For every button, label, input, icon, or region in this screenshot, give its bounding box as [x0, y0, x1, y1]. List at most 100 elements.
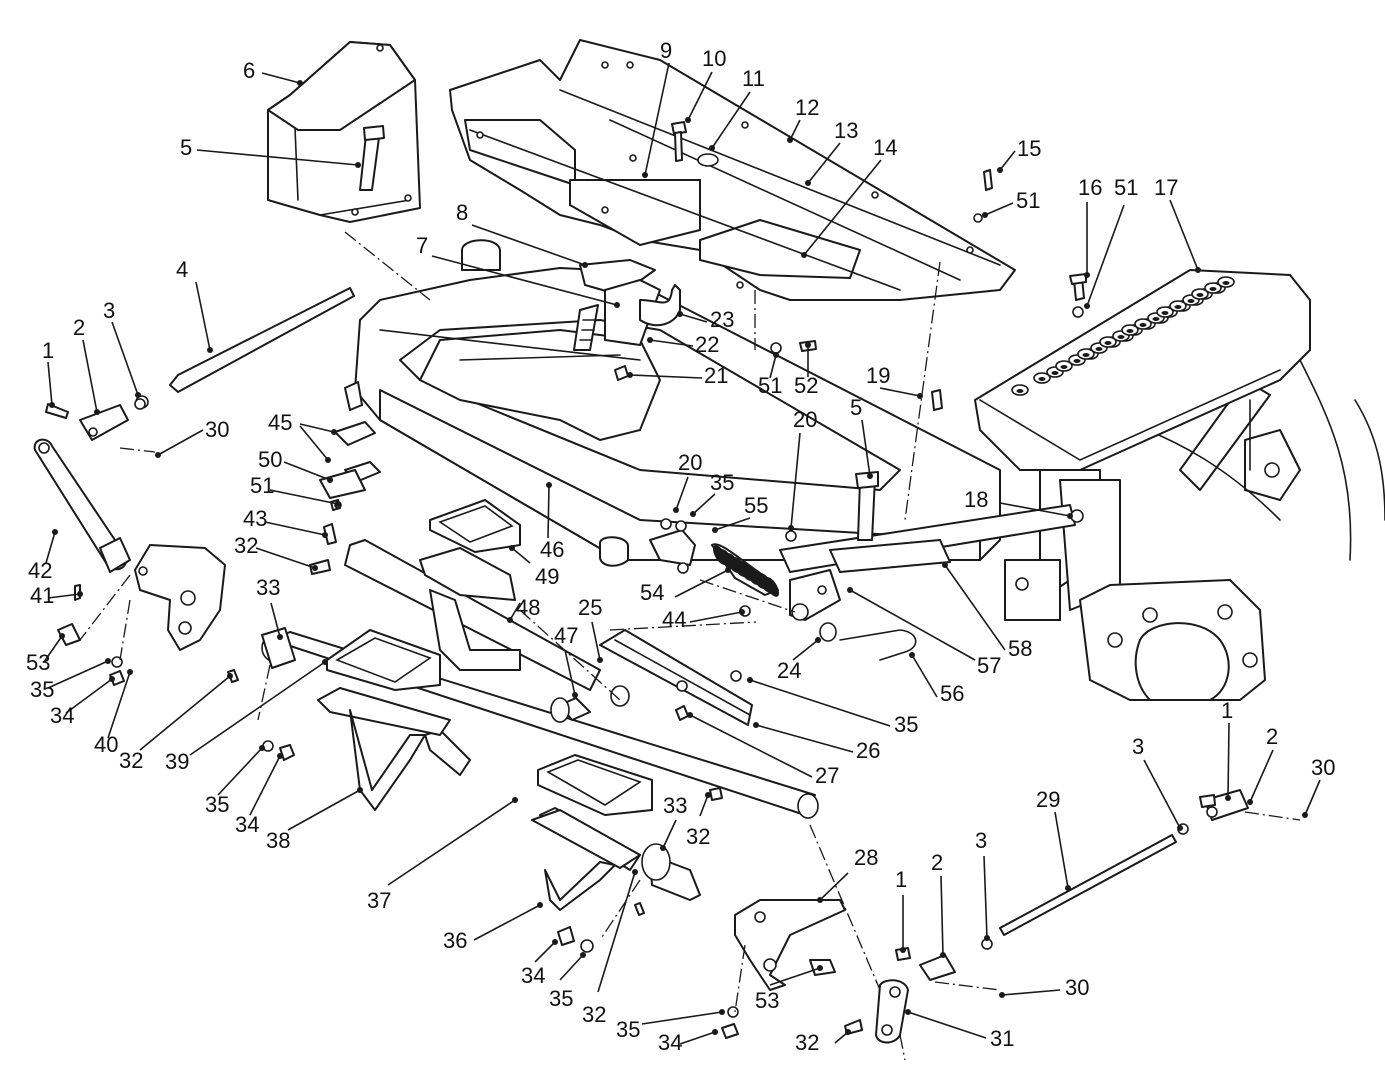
callout-25: 25: [578, 595, 602, 620]
leader-line: [45, 531, 56, 564]
callout-22: 22: [695, 332, 719, 357]
leader-dot: [335, 501, 341, 507]
pedal-pads: [326, 499, 653, 816]
leader-dot: [509, 545, 515, 551]
perforation-shadow: [1126, 329, 1134, 333]
leader-line: [269, 489, 339, 505]
leader-line: [692, 493, 716, 515]
leader-dot: [135, 392, 141, 398]
callout-15: 15: [1017, 136, 1041, 161]
callout-1: 1: [1221, 698, 1233, 723]
leader-dot: [322, 659, 328, 665]
callout-20: 20: [678, 450, 702, 475]
leader-dot: [685, 117, 691, 123]
plate-26-and-knob: [550, 629, 753, 726]
callout-51: 51: [250, 473, 274, 498]
callout-35: 35: [549, 986, 573, 1011]
callout-28: 28: [854, 845, 878, 870]
leader-line: [687, 71, 713, 121]
leader-line: [249, 755, 281, 816]
leader-line: [270, 602, 281, 638]
leader-line: [644, 62, 670, 176]
leader-line: [699, 794, 709, 817]
leader-dot: [984, 935, 990, 941]
leader-dot: [1195, 267, 1201, 273]
perforation-shadow: [1038, 377, 1046, 381]
callout-32: 32: [119, 748, 143, 773]
leader-line: [283, 461, 331, 481]
leader-line: [940, 875, 944, 956]
callout-2: 2: [73, 315, 85, 340]
callout-34: 34: [235, 812, 259, 837]
spring-coils: [713, 545, 779, 597]
leader-line: [82, 339, 98, 413]
perforations: [1011, 276, 1235, 396]
callout-42: 42: [28, 558, 52, 583]
leader-line: [564, 649, 576, 696]
perforation-shadow: [1174, 305, 1182, 309]
leader-line: [299, 423, 335, 433]
leader-dot: [677, 311, 683, 317]
leader-line: [1086, 204, 1125, 307]
leader-dot: [647, 337, 653, 343]
leader-dot: [712, 1029, 718, 1035]
callout-5: 5: [850, 395, 862, 420]
leader-dot: [753, 722, 759, 728]
leader-dot: [1247, 799, 1253, 805]
leader-dot: [582, 262, 588, 268]
leader-dot: [105, 658, 111, 664]
callout-10: 10: [702, 46, 726, 71]
leader-line: [287, 789, 361, 831]
leader-line: [662, 819, 677, 849]
leader-line: [509, 602, 521, 621]
callout-46: 46: [540, 537, 564, 562]
leader-line: [511, 547, 531, 564]
perforation-shadow: [1209, 287, 1217, 291]
callout-35: 35: [205, 792, 229, 817]
callout-45: 45: [268, 410, 292, 435]
callout-52: 52: [794, 373, 818, 398]
part-6-shield: [267, 41, 421, 223]
leader-line: [471, 224, 586, 266]
leader-dot: [999, 992, 1005, 998]
leader-dot: [905, 1009, 911, 1015]
leader-dot: [627, 372, 633, 378]
leader-line: [1169, 199, 1199, 271]
leader-line: [714, 517, 751, 531]
callout-11: 11: [742, 66, 765, 91]
callout-35: 35: [616, 1017, 640, 1042]
leader-dot: [355, 162, 361, 168]
leader-line: [755, 724, 854, 753]
leader-dot: [847, 587, 853, 593]
callout-4: 4: [176, 257, 188, 282]
leader-dot: [725, 567, 731, 573]
callout-33: 33: [256, 575, 280, 600]
pedal-36: [531, 807, 701, 911]
leader-line: [907, 1011, 987, 1039]
leader-dot: [1067, 513, 1073, 519]
callout-34: 34: [50, 703, 74, 728]
callout-38: 38: [266, 828, 290, 853]
leader-dot: [109, 676, 115, 682]
callout-labels: 1 2 3 4 5 6 7 8 9 10 11 12 13 14 15 16 5…: [26, 38, 1335, 1055]
callout-24: 24: [777, 658, 801, 683]
callout-1: 1: [42, 338, 54, 363]
leader-dot: [331, 429, 337, 435]
leader-line: [157, 429, 204, 456]
leader-dot: [817, 965, 823, 971]
callout-44: 44: [662, 607, 686, 632]
leader-dot: [909, 652, 915, 658]
leader-line: [1304, 779, 1321, 816]
leader-dot: [997, 167, 1003, 173]
leader-line: [749, 679, 891, 727]
perforation-shadow: [1196, 293, 1204, 297]
callout-49: 49: [535, 564, 559, 589]
leader-line: [255, 547, 316, 569]
callout-43: 43: [243, 506, 267, 531]
leader-dot: [787, 137, 793, 143]
callout-51: 51: [1016, 188, 1040, 213]
leader-dot: [815, 637, 821, 643]
perforation-shadow: [1073, 359, 1081, 363]
left-linkage: [33, 287, 355, 573]
callout-34: 34: [658, 1030, 682, 1055]
